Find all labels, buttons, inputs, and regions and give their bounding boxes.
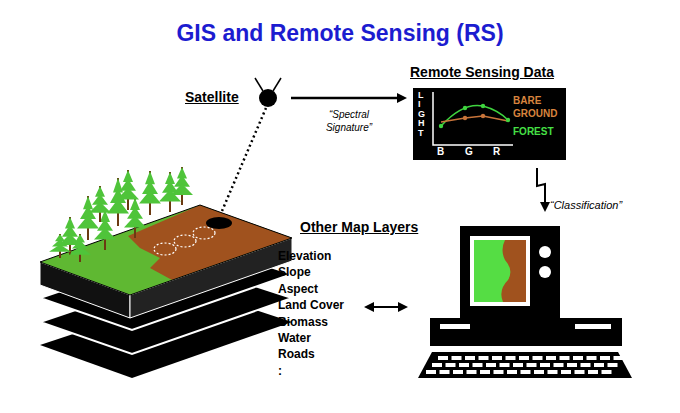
tree-crown xyxy=(124,216,146,228)
tree-crown xyxy=(69,246,91,254)
tree-crown xyxy=(94,228,116,240)
layer-name: Water xyxy=(278,331,311,345)
layer-name: Elevation xyxy=(278,249,331,263)
key xyxy=(521,370,531,374)
antenna xyxy=(255,78,263,91)
key xyxy=(486,363,496,367)
forest-trees xyxy=(49,167,193,262)
layer-name: : xyxy=(278,364,282,378)
layer-name: Land Cover xyxy=(278,298,344,312)
key xyxy=(506,356,516,360)
data-point xyxy=(481,104,485,108)
key xyxy=(600,356,610,360)
band-label: G xyxy=(465,146,473,157)
arrow-head xyxy=(397,93,407,103)
layer-name: Slope xyxy=(278,265,311,279)
satellite-label: Satellite xyxy=(185,89,239,105)
data-point xyxy=(463,116,467,120)
data-point xyxy=(481,114,485,118)
arrow-line xyxy=(291,97,399,100)
tree-crown xyxy=(89,202,111,213)
key xyxy=(540,363,550,367)
classification-arrow xyxy=(537,168,550,212)
key xyxy=(533,356,543,360)
diagram-title: GIS and Remote Sensing (RS) xyxy=(0,20,680,47)
layer-name: Biomass xyxy=(278,315,328,329)
key xyxy=(453,370,463,374)
chart-axes xyxy=(433,92,513,145)
data-point xyxy=(439,124,443,128)
key xyxy=(513,363,523,367)
key xyxy=(438,356,448,360)
axis-label: LIGHT xyxy=(418,91,423,138)
key xyxy=(561,370,571,374)
key xyxy=(614,356,624,360)
tree-crown xyxy=(139,190,161,203)
key xyxy=(588,370,598,374)
key xyxy=(465,356,475,360)
key xyxy=(480,370,490,374)
terrain-block xyxy=(40,205,292,318)
key xyxy=(519,356,529,360)
band-label: R xyxy=(493,146,500,157)
key xyxy=(567,363,577,367)
edge-label: “Spectral Signature” xyxy=(309,108,389,134)
data-panel: Remote Sensing DataLIGHTBGRBARE GROUNDFO… xyxy=(413,88,566,160)
tree-crown xyxy=(49,245,71,252)
key xyxy=(608,363,618,367)
key xyxy=(554,363,564,367)
double-arrow xyxy=(364,302,408,312)
satellite-body xyxy=(259,89,277,107)
key xyxy=(432,363,442,367)
key xyxy=(467,370,477,374)
antenna xyxy=(273,78,281,91)
key xyxy=(534,370,544,374)
key xyxy=(426,370,436,374)
key xyxy=(575,370,585,374)
list-heading: Other Map Layers xyxy=(300,219,418,235)
edge-arrow xyxy=(291,93,407,103)
key xyxy=(560,356,570,360)
computer xyxy=(418,226,632,378)
class-label: BARE GROUND xyxy=(513,95,563,120)
tree-crown xyxy=(171,184,193,195)
beam-line xyxy=(219,108,266,218)
forest-curve xyxy=(441,105,508,126)
key xyxy=(473,363,483,367)
layer-name: Aspect xyxy=(278,282,318,296)
key xyxy=(500,363,510,367)
panel-heading: Remote Sensing Data xyxy=(410,64,554,80)
tree-crown xyxy=(107,199,129,213)
key xyxy=(573,356,583,360)
data-point xyxy=(463,106,467,110)
tree-crown xyxy=(117,188,139,200)
key xyxy=(602,370,612,374)
key xyxy=(507,370,517,374)
key xyxy=(492,356,502,360)
key xyxy=(548,370,558,374)
band-label: B xyxy=(437,146,444,157)
data-point xyxy=(506,118,510,122)
spectral-chart xyxy=(413,88,566,160)
arrow-label: “Classification” xyxy=(550,199,622,211)
key xyxy=(594,363,604,367)
key xyxy=(527,363,537,367)
key xyxy=(452,356,462,360)
key xyxy=(581,363,591,367)
key xyxy=(479,356,489,360)
tree-crown xyxy=(77,215,99,228)
layer-name: Roads xyxy=(278,347,315,361)
key xyxy=(440,370,450,374)
key xyxy=(587,356,597,360)
key xyxy=(459,363,469,367)
class-label: FOREST xyxy=(513,126,554,137)
bare-curve xyxy=(441,116,508,122)
satellite-node: Satellite xyxy=(185,76,285,116)
key xyxy=(546,356,556,360)
key xyxy=(494,370,504,374)
key xyxy=(446,363,456,367)
